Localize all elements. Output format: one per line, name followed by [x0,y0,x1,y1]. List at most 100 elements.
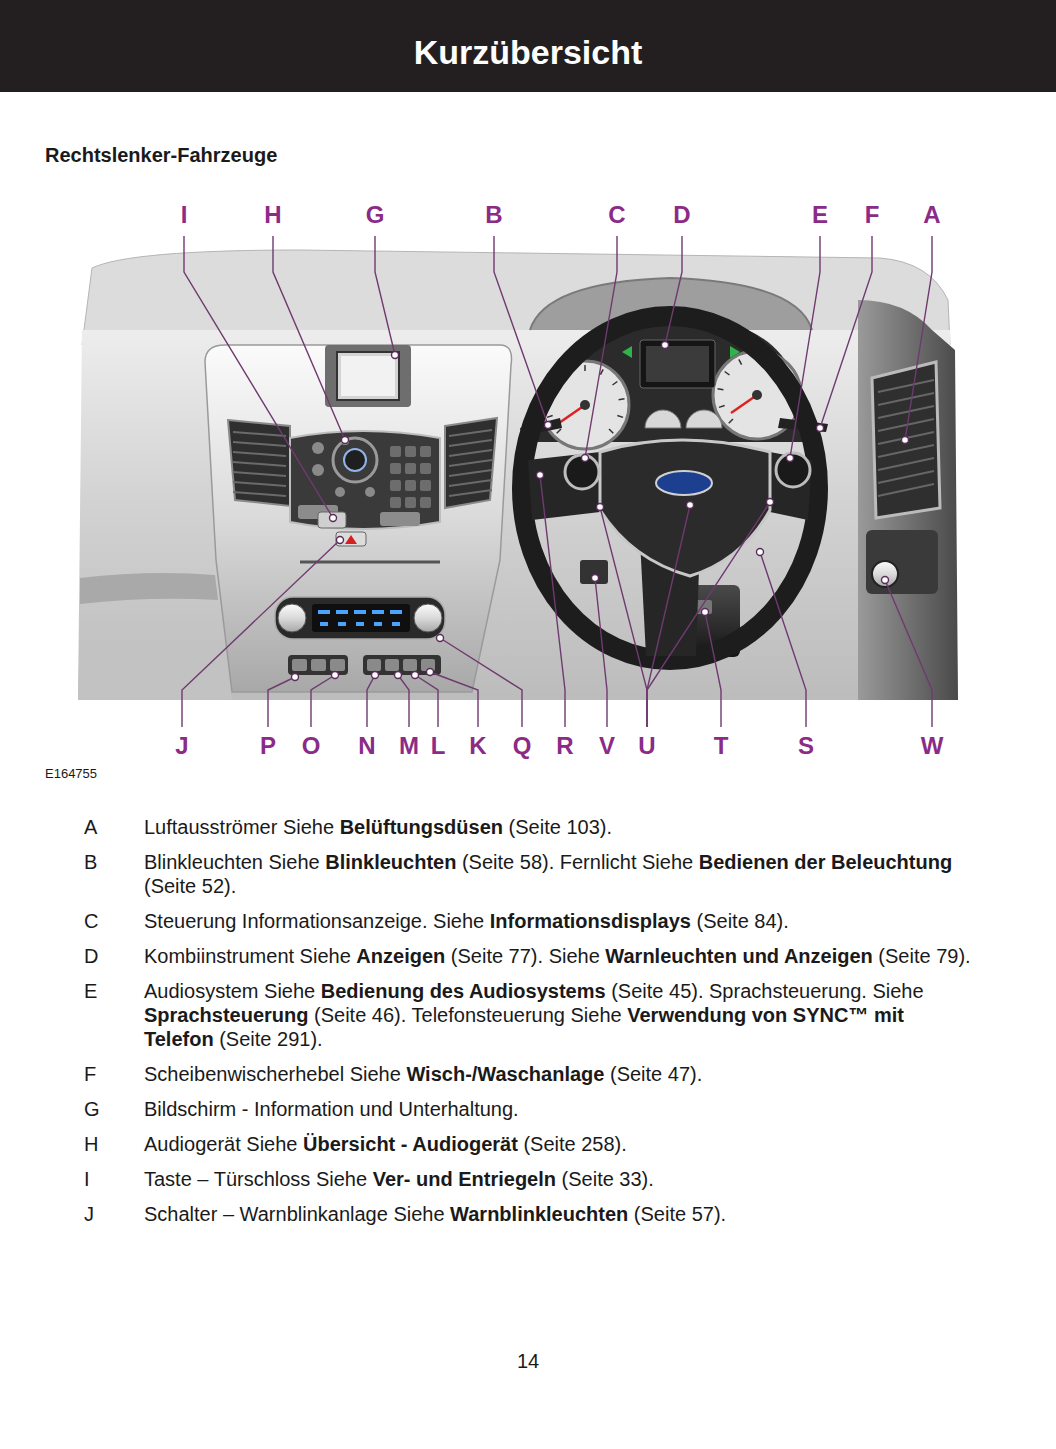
description-text: (Seite 103). [509,816,612,838]
ignition-knob [872,561,898,587]
list-item: GBildschirm - Information und Unterhaltu… [0,1097,1056,1121]
leader-line [430,672,478,727]
callout-letter: N [347,732,387,760]
description-text: Steuerung Informationsanzeige. Siehe [144,910,484,932]
vent-slat [233,442,286,446]
leader-line [273,236,345,440]
reference-title: Wisch-/Waschanlage [406,1063,604,1085]
list-item: BBlinkleuchten Siehe Blinkleuchten (Seit… [0,850,1056,898]
reference-title: Bedienung des Audiosystems [321,980,606,1002]
page-number: 14 [0,1350,1056,1373]
button-row [288,655,348,675]
gauge-tick [739,359,742,364]
callout-letter: C [597,201,637,229]
vent-slat [233,482,286,486]
display-segment [356,622,364,626]
small-gauge [645,410,681,428]
audio-button [365,487,375,497]
leader-dot [757,549,764,556]
gauge-tick [619,398,625,400]
switch-panel [866,530,938,594]
door-lock-button [318,512,346,528]
leader-dot [342,437,349,444]
description-text: Schalter – Warnblinkanlage Siehe [144,1203,445,1225]
leader-line [184,236,333,518]
vent-slat [233,472,286,476]
keypad-key [390,497,401,508]
reference-title: Informationsdisplays [490,910,691,932]
leader-line [905,236,932,440]
item-letter: B [84,850,144,898]
leader-dot [767,499,774,506]
vent-slat [449,470,492,476]
callout-letter: O [291,732,331,760]
leader-line [540,475,565,727]
leader-dot [537,472,544,479]
door-trim [858,300,958,700]
reference-title: Übersicht - Audiogerät [303,1133,518,1155]
vent-slat [878,380,934,392]
climate-panel [275,597,445,639]
description-text: Luftausströmer Siehe [144,816,334,838]
item-letter: E [84,979,144,1051]
keypad-key [420,480,431,491]
keypad-key [405,463,416,474]
vent-slat [878,419,934,431]
air-vent [872,362,940,518]
vent-slat [449,460,492,466]
description-text: (Seite 77). Siehe [451,945,600,967]
list-item: DKombiinstrument Siehe Anzeigen (Seite 7… [0,944,1056,968]
description-text: Taste – Türschloss Siehe [144,1168,367,1190]
description-text: Scheibenwischerhebel Siehe [144,1063,401,1085]
leader-dot [330,515,337,522]
display-segment [374,622,382,626]
display-segment [318,610,330,614]
keypad-key [420,446,431,457]
vent-slat [878,393,934,405]
cd-slot [300,561,440,564]
item-description: Audiogerät Siehe Übersicht - Audiogerät … [144,1132,979,1156]
description-text: (Seite 291). [219,1028,322,1050]
leader-line [182,540,340,727]
leader-dot [427,669,434,676]
indicator-arrow [622,346,632,358]
leader-dot [372,672,379,679]
description-text: (Seite 258). [523,1133,626,1155]
list-item: ITaste – Türschloss Siehe Ver- und Entri… [0,1167,1056,1191]
leader-line [440,638,522,727]
gauge-tick [609,429,613,433]
switch [403,659,417,671]
item-description: Luftausströmer Siehe Belüftungsdüsen (Se… [144,815,979,839]
callout-letter: S [786,732,826,760]
keypad-key [405,446,416,457]
leader-dot [337,537,344,544]
description-text: (Seite 46). Telefonsteuerung Siehe [314,1004,622,1026]
leader-line [885,580,932,727]
item-letter: F [84,1062,144,1086]
gauge-hub [752,390,762,400]
item-letter: D [84,944,144,968]
gauge-tick [600,369,603,374]
keypad-key [390,480,401,491]
small-gauge [686,410,722,428]
switch [292,659,307,671]
gauge-tick [725,371,730,375]
figure-code: E164755 [45,766,97,781]
callout-letter: T [701,732,741,760]
leader-line [415,675,438,727]
wheel-spoke [770,452,812,520]
callout-letter: I [164,201,204,229]
keypad-key [390,446,401,457]
item-description: Taste – Türschloss Siehe Ver- und Entrie… [144,1167,979,1191]
description-text: Audiogerät Siehe [144,1133,297,1155]
switch [385,659,399,671]
item-description: Scheibenwischerhebel Siehe Wisch-/Wascha… [144,1062,979,1086]
audio-button [335,487,345,497]
navigation-ring [333,438,377,482]
gauge-hub [580,400,590,410]
ford-logo [656,471,712,495]
leader-dot [392,352,399,359]
leader-line [398,675,409,727]
leader-dot [592,575,599,582]
console-button [380,512,420,526]
